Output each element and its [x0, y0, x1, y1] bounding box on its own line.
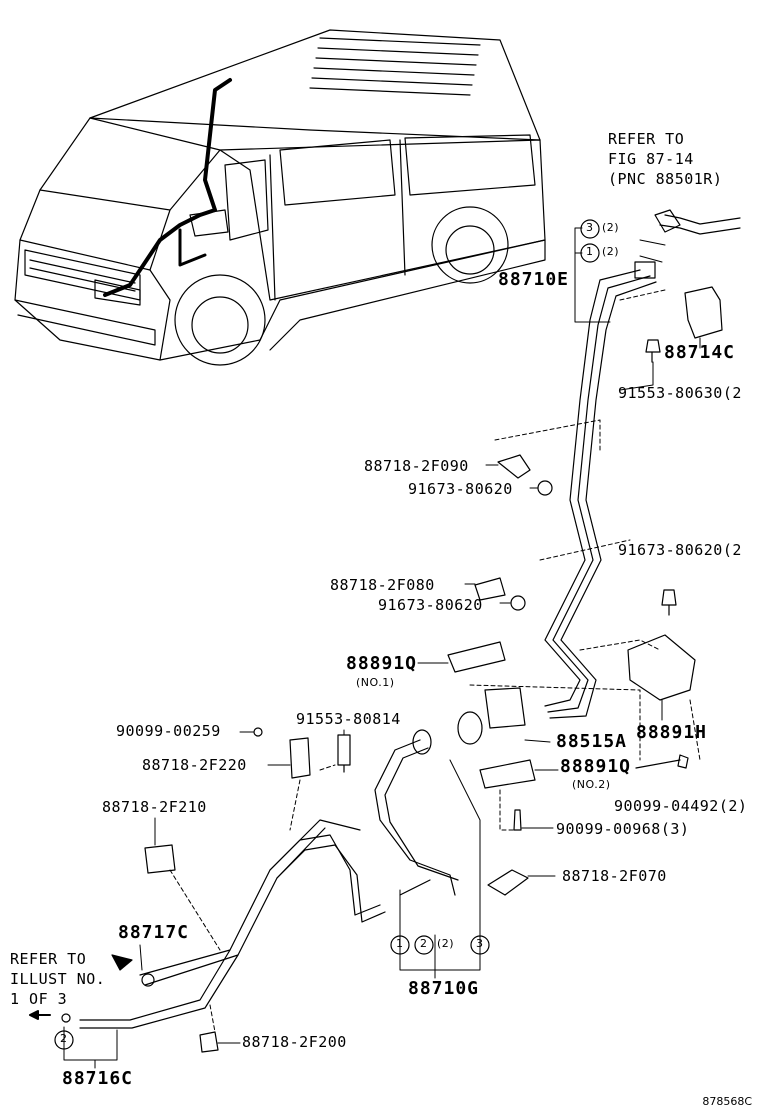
label-88714C: 88714C: [664, 342, 736, 363]
ref-fig-line1: REFER TO: [608, 130, 685, 148]
ref-illust-line1: REFER TO: [10, 950, 87, 968]
label-88718-2F220: 88718-2F220: [142, 756, 247, 774]
label-88718-2F080: 88718-2F080: [330, 576, 435, 594]
bolt-90099-04492: [635, 754, 689, 769]
bolt-90099-00259: [253, 727, 263, 737]
label-88718-2F070: 88718-2F070: [562, 867, 667, 885]
arrow-refer-illust: [111, 954, 133, 971]
callout-3-top: 3: [586, 221, 594, 234]
label-88710E: 88710E: [498, 269, 570, 290]
clamp-88718-2F200: [199, 1031, 219, 1053]
pipe-88716C: [79, 819, 386, 1029]
callout-3-bottom: 3: [476, 937, 484, 950]
callout-circle-3-top: [580, 219, 600, 239]
callout-qty-top-a: (2): [602, 221, 620, 234]
pipe-88710G: [374, 729, 459, 896]
label-88718-2F210: 88718-2F210: [102, 798, 207, 816]
oring-2-lower: [61, 1013, 71, 1023]
bracket-88891Q-no1: [447, 641, 506, 673]
label-90099-04492: 90099-04492(2): [614, 797, 748, 815]
label-88710G: 88710G: [408, 978, 480, 999]
bolt-91553-80814: [337, 734, 351, 773]
label-no1: (NO.1): [356, 676, 395, 689]
label-91553-80814: 91553-80814: [296, 710, 401, 728]
callout-circle-3-bottom: [470, 935, 490, 955]
callout-2-bottom: 2: [420, 937, 428, 950]
label-no2: (NO.2): [572, 778, 611, 791]
label-88718-2F090: 88718-2F090: [364, 457, 469, 475]
pipe-88710E: [544, 209, 741, 719]
diagram-code: 878568C: [702, 1095, 752, 1108]
bolt-91673-80620-c: [510, 595, 526, 611]
callout-circle-2-bottom: [414, 935, 434, 955]
clamp-88718-2F080: [474, 577, 506, 601]
callout-qty-top-b: (2): [602, 245, 620, 258]
label-91673-80620-a: 91673-80620: [408, 480, 513, 498]
callout-circle-1-bottom: [390, 935, 410, 955]
label-91673-80620-c: 91673-80620: [378, 596, 483, 614]
clamp-88718-2F220: [289, 737, 311, 779]
ref-fig-line3: (PNC 88501R): [608, 170, 723, 188]
label-90099-00968: 90099-00968(3): [556, 820, 690, 838]
callout-1-bottom: 1: [396, 937, 404, 950]
label-91673-80620-b: 91673-80620(2: [618, 541, 742, 559]
clamp-88718-2F210: [144, 844, 176, 874]
ref-fig-line2: FIG 87-14: [608, 150, 694, 168]
bolt-91673-80620-b: [661, 589, 677, 616]
screw-90099-00968: [513, 809, 522, 831]
part-88714C-shape: [684, 286, 723, 339]
label-88716C: 88716C: [62, 1068, 134, 1089]
callout-circle-1-top: [580, 243, 600, 263]
clamp-88718-2F090: [497, 454, 531, 479]
callout-1-top: 1: [586, 245, 594, 258]
bolt-91673-80620-a: [537, 480, 553, 496]
callout-circle-2-left: [54, 1030, 74, 1050]
label-88717C: 88717C: [118, 922, 190, 943]
valve-flange: [457, 711, 483, 745]
callout-2-left: 2: [60, 1032, 68, 1045]
ref-illust-line3: 1 OF 3: [10, 990, 68, 1008]
label-88891Q-no2: 88891Q: [560, 756, 632, 777]
label-88891H: 88891H: [636, 722, 708, 743]
part-88891H-shape: [627, 634, 696, 701]
label-90099-00259: 90099-00259: [116, 722, 221, 740]
van-illustration: [14, 29, 546, 366]
bracket-88891Q-no2: [479, 759, 536, 789]
label-88891Q-no1: 88891Q: [346, 653, 418, 674]
bolt-91553-80630: [645, 339, 661, 363]
ref-illust-line2: ILLUST NO.: [10, 970, 106, 988]
clamp-88718-2F070: [487, 869, 529, 896]
label-88718-2F200: 88718-2F200: [242, 1033, 347, 1051]
label-88515A: 88515A: [556, 731, 628, 752]
part-88515A-shape: [484, 687, 526, 729]
callouts: [54, 219, 600, 1050]
label-91553-80630: 91553-80630(2: [618, 384, 742, 402]
callout-qty-bottom: (2): [437, 937, 455, 950]
